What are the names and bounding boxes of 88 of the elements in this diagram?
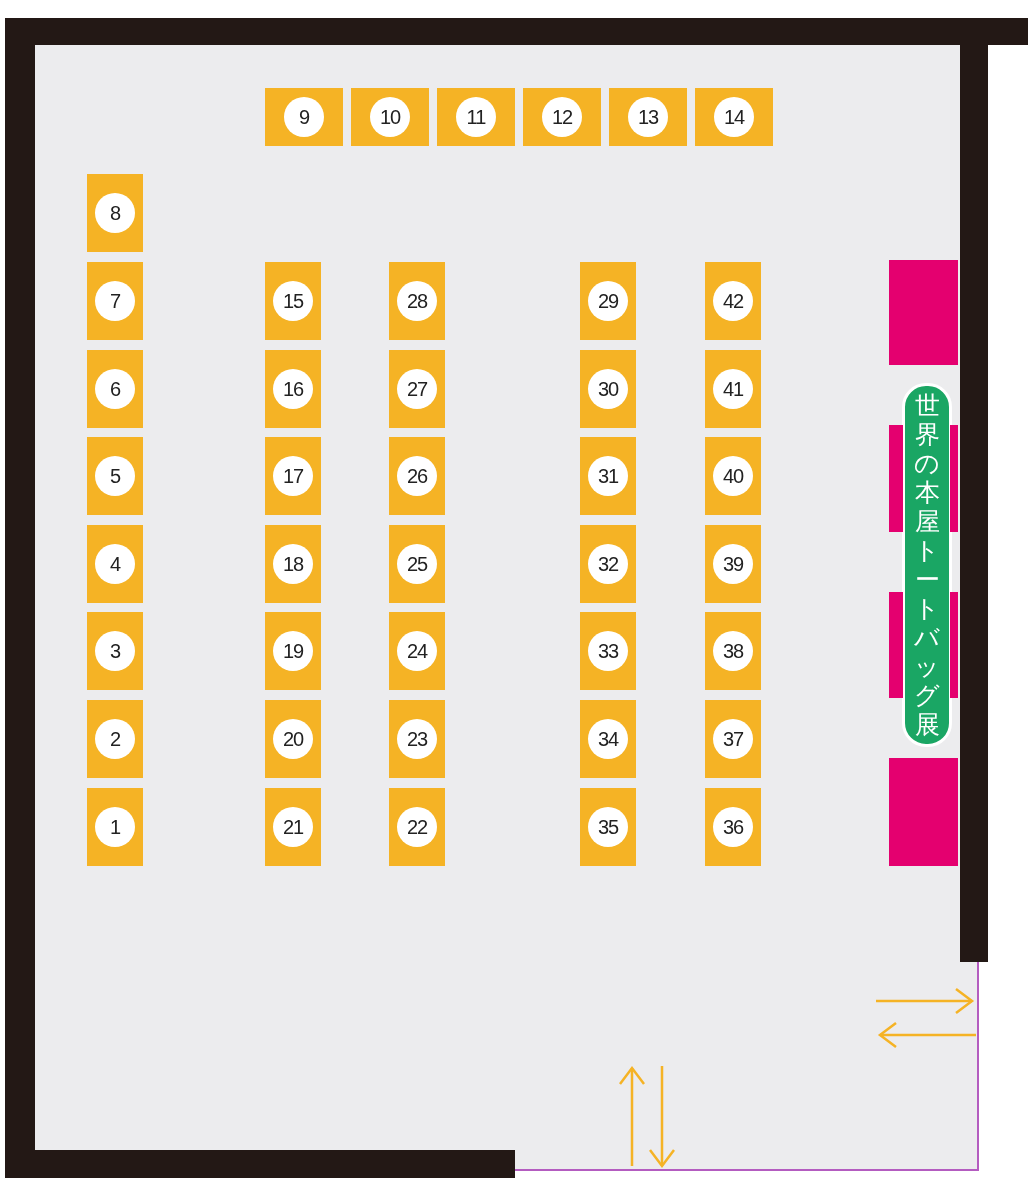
booth — [705, 262, 761, 340]
booth — [705, 788, 761, 866]
booth — [580, 350, 636, 428]
display-panel — [889, 425, 958, 532]
booth — [87, 788, 143, 866]
booth — [265, 525, 321, 603]
booth — [580, 612, 636, 690]
booth — [351, 88, 429, 146]
booth-number: 21 — [273, 807, 313, 847]
booth — [265, 437, 321, 515]
booth-number: 16 — [273, 369, 313, 409]
booth-number: 38 — [713, 631, 753, 671]
booth-number: 11 — [456, 97, 496, 137]
booth — [705, 350, 761, 428]
booth-number: 36 — [713, 807, 753, 847]
booth-number: 22 — [397, 807, 437, 847]
booth — [265, 788, 321, 866]
booth — [87, 262, 143, 340]
booth-number: 41 — [713, 369, 753, 409]
booth-number: 29 — [588, 281, 628, 321]
booth-number: 25 — [397, 544, 437, 584]
booth-number: 9 — [284, 97, 324, 137]
booth-number: 12 — [542, 97, 582, 137]
booth — [389, 262, 445, 340]
booth-number: 35 — [588, 807, 628, 847]
booth — [580, 262, 636, 340]
booth-number: 10 — [370, 97, 410, 137]
booth-number: 8 — [95, 193, 135, 233]
booth-number: 42 — [713, 281, 753, 321]
booth — [87, 612, 143, 690]
booth — [87, 174, 143, 252]
booth-number: 13 — [628, 97, 668, 137]
booth-number: 6 — [95, 369, 135, 409]
booth-number: 28 — [397, 281, 437, 321]
booth — [580, 700, 636, 778]
booth-number: 3 — [95, 631, 135, 671]
booth — [705, 700, 761, 778]
booth — [580, 437, 636, 515]
booth-number: 1 — [95, 807, 135, 847]
booth-number: 26 — [397, 456, 437, 496]
booth-number: 2 — [95, 719, 135, 759]
booth — [705, 437, 761, 515]
booth — [695, 88, 773, 146]
booth — [609, 88, 687, 146]
booth — [389, 437, 445, 515]
booth-number: 32 — [588, 544, 628, 584]
booth-number: 31 — [588, 456, 628, 496]
exhibition-sign: 世界の本屋トートバッグ展 — [902, 383, 952, 747]
booth — [265, 700, 321, 778]
booth — [265, 612, 321, 690]
booth — [437, 88, 515, 146]
display-panel — [889, 758, 958, 866]
booth-number: 23 — [397, 719, 437, 759]
booth-number: 5 — [95, 456, 135, 496]
booth-number: 14 — [714, 97, 754, 137]
booth-number: 15 — [273, 281, 313, 321]
booth — [523, 88, 601, 146]
display-panel — [889, 260, 958, 365]
booth — [705, 612, 761, 690]
booth-number: 40 — [713, 456, 753, 496]
booth-number: 37 — [713, 719, 753, 759]
booth — [389, 788, 445, 866]
booth-number: 4 — [95, 544, 135, 584]
booth-number: 33 — [588, 631, 628, 671]
booth-number: 19 — [273, 631, 313, 671]
booth — [265, 262, 321, 340]
booth — [389, 350, 445, 428]
booth — [580, 525, 636, 603]
booth — [705, 525, 761, 603]
booth-number: 24 — [397, 631, 437, 671]
booth-number: 17 — [273, 456, 313, 496]
booth-number: 34 — [588, 719, 628, 759]
booth — [265, 350, 321, 428]
booth-number: 30 — [588, 369, 628, 409]
booth — [87, 700, 143, 778]
booth — [580, 788, 636, 866]
booth-number: 20 — [273, 719, 313, 759]
booth — [87, 350, 143, 428]
booth-number: 39 — [713, 544, 753, 584]
booth-number: 7 — [95, 281, 135, 321]
booth-number: 18 — [273, 544, 313, 584]
booth — [389, 525, 445, 603]
booth — [389, 612, 445, 690]
booth-number: 27 — [397, 369, 437, 409]
booth — [87, 437, 143, 515]
booth — [87, 525, 143, 603]
booth — [389, 700, 445, 778]
booth — [265, 88, 343, 146]
